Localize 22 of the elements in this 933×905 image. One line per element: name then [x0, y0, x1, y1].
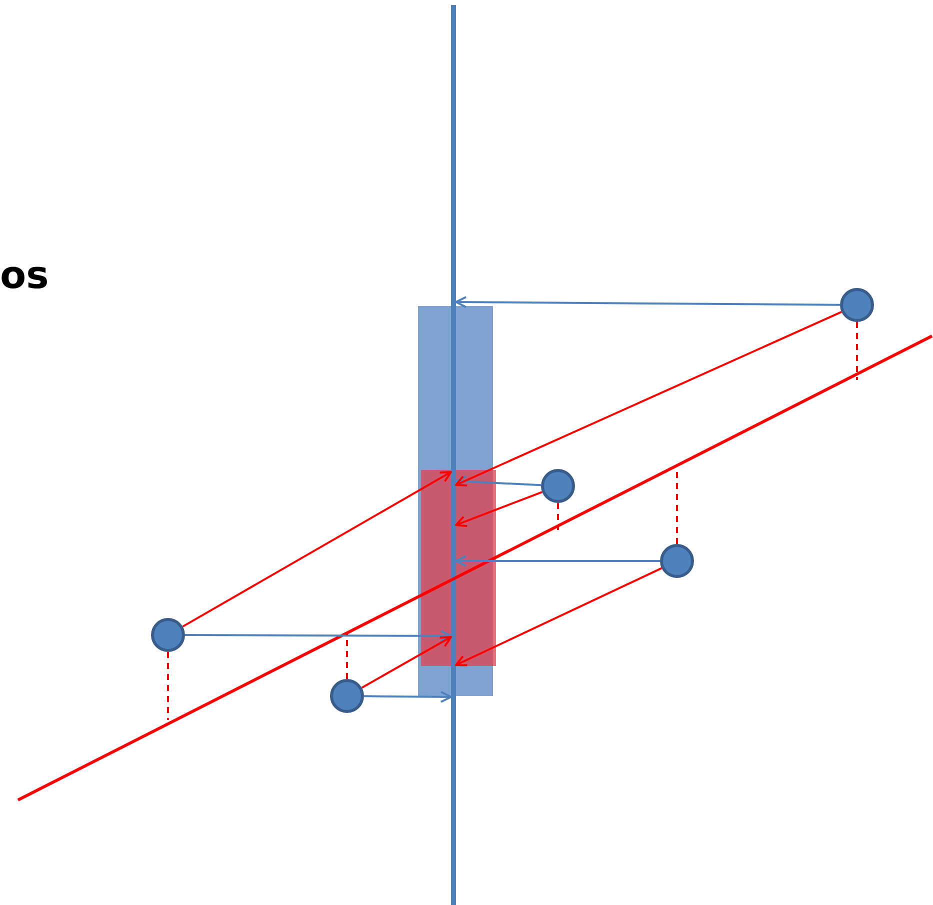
arrow	[455, 296, 840, 308]
projection-line	[676, 470, 678, 544]
data-point	[151, 618, 185, 652]
arrow	[455, 491, 542, 528]
data-point	[840, 288, 874, 322]
data-point	[660, 544, 694, 578]
arrow	[455, 476, 542, 488]
arrow	[182, 471, 452, 628]
projection-line	[557, 503, 559, 530]
projection-line	[346, 632, 348, 679]
heading-fragment: os	[0, 255, 49, 297]
arrow	[455, 555, 660, 567]
projection-line	[856, 322, 858, 380]
arrow	[455, 567, 662, 666]
data-point	[330, 679, 364, 713]
arrow	[185, 630, 452, 642]
arrow	[364, 690, 452, 703]
arrow	[361, 636, 452, 689]
arrow	[455, 311, 842, 486]
vertical-axis	[451, 5, 456, 905]
projection-line	[167, 652, 169, 720]
data-point	[541, 469, 575, 503]
